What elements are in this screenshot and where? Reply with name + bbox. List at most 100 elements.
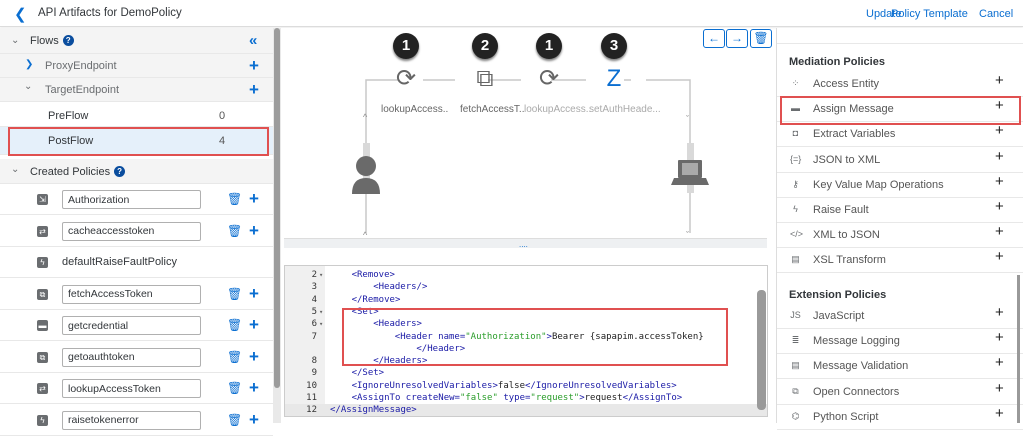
palette-item[interactable]: ▤XSL Transform+ — [777, 248, 1023, 274]
code-token: <Set> — [351, 306, 379, 317]
add-icon[interactable]: + — [995, 354, 1004, 372]
lookup-cache-icon[interactable]: ⟳ — [538, 65, 560, 92]
trash-icon[interactable]: 🗑 — [227, 223, 243, 238]
python-icon: ⌬ — [791, 410, 800, 421]
preflow-row[interactable]: PreFlow 0 — [0, 102, 273, 127]
policy-row[interactable]: ϟ🗑+ — [0, 405, 273, 436]
fold-arrow-icon[interactable]: ▾ — [319, 307, 324, 316]
policy-row[interactable]: ⇄🗑+ — [0, 373, 273, 404]
service-callout-icon[interactable]: ⧉ — [476, 65, 494, 92]
assign-message-icon[interactable]: Z — [606, 65, 622, 92]
add-icon[interactable]: + — [995, 248, 1004, 266]
add-icon[interactable]: + — [249, 220, 259, 240]
right-scrollbar[interactable] — [1017, 275, 1020, 423]
update-button[interactable]: Update — [866, 8, 902, 20]
policy-row[interactable]: ⧉🗑+ — [0, 279, 273, 310]
line-number: 3 — [311, 282, 317, 293]
trash-icon[interactable]: 🗑 — [227, 318, 243, 332]
line-number: 2 — [311, 270, 317, 280]
flows-label: Flows — [30, 35, 59, 47]
add-icon[interactable]: + — [995, 198, 1004, 215]
policy-name-input[interactable] — [62, 221, 201, 241]
palette-item[interactable]: ▤Message Validation+ — [777, 354, 1023, 380]
policy-name-input[interactable] — [62, 410, 201, 430]
fold-arrow-icon[interactable]: ▾ — [319, 320, 324, 329]
move-right-button[interactable]: → — [726, 29, 748, 48]
policy-row[interactable]: ▬🗑+ — [0, 310, 273, 341]
add-icon[interactable]: + — [249, 283, 259, 303]
palette-item[interactable]: ≣Message Logging+ — [777, 329, 1023, 355]
trash-icon[interactable]: 🗑 — [227, 349, 243, 364]
trash-icon[interactable]: 🗑 — [227, 286, 243, 301]
key-icon: ⚷ — [792, 178, 799, 189]
collapse-double-chevron-icon[interactable]: « — [249, 32, 258, 49]
trash-icon[interactable]: 🗑 — [227, 381, 243, 395]
policy-row[interactable]: ⧉🗑+ — [0, 342, 273, 373]
help-icon[interactable]: ? — [62, 35, 74, 46]
add-icon[interactable]: + — [995, 329, 1004, 347]
target-endpoint-row[interactable]: ⌄ TargetEndpoint + — [0, 78, 273, 102]
policy-row[interactable]: ⇲🗑+ — [0, 184, 273, 215]
add-icon[interactable]: + — [995, 304, 1004, 321]
palette-item[interactable]: </>XML to JSON+ — [777, 223, 1023, 249]
delete-step-button[interactable]: 🗑 — [750, 29, 772, 48]
add-icon[interactable]: + — [249, 409, 259, 429]
chevron-down-icon: ⌄ — [11, 35, 20, 46]
move-left-button[interactable]: ← — [703, 29, 725, 48]
postflow-label: PostFlow — [48, 135, 94, 147]
add-icon[interactable]: + — [249, 80, 259, 99]
code-editor[interactable]: 2▾<Remove>3<Headers/>4</Remove>5▾<Set>6▾… — [284, 265, 768, 417]
add-icon[interactable]: + — [249, 378, 259, 397]
postflow-row[interactable]: PostFlow 4 — [0, 127, 273, 155]
code-token: Bearer {sapapim.accessToken} — [551, 331, 704, 342]
policy-name-input[interactable] — [62, 347, 201, 367]
policy-name-input[interactable] — [62, 190, 201, 209]
add-icon[interactable]: + — [995, 172, 1004, 190]
json-to-xml-icon: {=} — [790, 153, 802, 164]
add-icon[interactable]: + — [249, 189, 259, 208]
add-icon[interactable]: + — [249, 56, 259, 75]
add-icon[interactable]: + — [995, 404, 1004, 422]
palette-item[interactable]: ⧉Open Connectors+ — [777, 380, 1023, 405]
lookup-cache-icon[interactable]: ⟳ — [395, 65, 417, 92]
add-icon[interactable]: + — [995, 122, 1004, 140]
created-policies-header[interactable]: ⌄ Created Policies? — [0, 159, 273, 184]
proxy-endpoint-row[interactable]: ❯ ProxyEndpoint + — [0, 54, 273, 78]
add-icon[interactable]: + — [249, 346, 259, 366]
palette-item[interactable]: ⌬Python Script+ — [777, 405, 1023, 430]
help-icon[interactable]: ? — [114, 166, 126, 177]
policy-name-input[interactable] — [62, 284, 201, 304]
editor-scrollbar[interactable] — [757, 290, 766, 410]
palette-item[interactable]: ▬Assign Message+ — [777, 97, 1023, 123]
left-scrollbar[interactable] — [273, 28, 281, 423]
palette-item-label: Key Value Map Operations — [813, 178, 944, 191]
policy-name-input[interactable] — [62, 316, 201, 335]
add-icon[interactable]: + — [995, 379, 1004, 397]
add-icon[interactable]: + — [995, 223, 1004, 241]
palette-item[interactable]: ◘Extract Variables+ — [777, 122, 1023, 148]
scroll-thumb[interactable] — [274, 28, 280, 388]
policy-palette: Mediation Policies ⁘Access Entity+▬Assig… — [776, 28, 1023, 430]
add-icon[interactable]: + — [995, 72, 1004, 89]
palette-item[interactable]: {=}JSON to XML+ — [777, 148, 1023, 173]
trash-icon[interactable]: 🗑 — [227, 412, 243, 427]
cancel-button[interactable]: Cancel — [979, 8, 1014, 20]
back-chevron-icon[interactable]: ❮ — [14, 6, 27, 23]
palette-item[interactable]: ⚷ Key Value Map Operations + — [777, 173, 1023, 198]
policy-row[interactable]: ⇄🗑+ — [0, 216, 273, 247]
policy-name-input[interactable] — [62, 379, 201, 398]
add-icon[interactable]: + — [249, 315, 259, 334]
trash-icon[interactable]: 🗑 — [227, 192, 243, 206]
flows-header[interactable]: ⌄ Flows? « — [0, 28, 273, 54]
code-token: <Header — [394, 331, 439, 342]
policy-template-button[interactable]: Policy Template — [891, 8, 968, 20]
add-icon[interactable]: + — [995, 97, 1004, 115]
add-icon[interactable]: + — [995, 147, 1004, 165]
fold-arrow-icon[interactable]: ▾ — [319, 271, 324, 279]
palette-item-label: Raise Fault — [813, 204, 869, 216]
resize-splitter[interactable]: .... — [284, 238, 767, 249]
palette-item[interactable]: ⁘Access Entity+ — [777, 72, 1023, 97]
